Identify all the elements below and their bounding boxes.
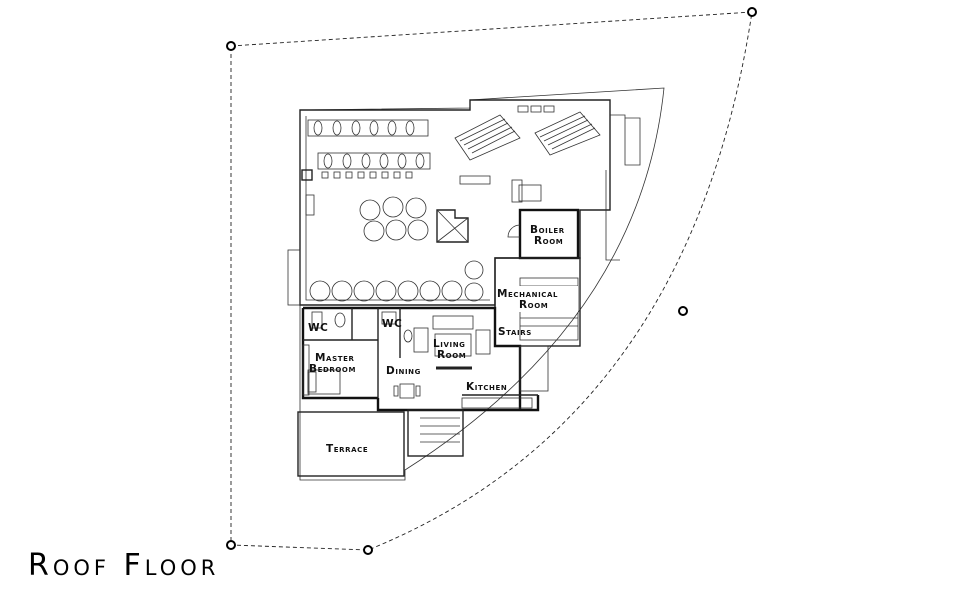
roof-deck-outline: [299, 99, 611, 306]
round-planters: [359, 196, 429, 242]
boiler-room-label-2: Room: [534, 235, 563, 247]
wc-right-label: WC: [382, 318, 403, 330]
master-bedroom-label-2: Bedroom: [309, 363, 356, 375]
mechanical-room-label-2: Room: [519, 299, 548, 311]
survey-marker-sw: [226, 540, 236, 550]
sofa-left: [413, 327, 429, 353]
boiler-unit: [518, 184, 542, 202]
wc-left-toilet: [334, 312, 346, 328]
wc-right-fixture: [381, 311, 397, 325]
solar-panels: [454, 105, 601, 161]
kitchen-label: Kitchen: [466, 381, 507, 393]
planter-row-middle: [317, 152, 431, 170]
master-bedroom-label-1: Master: [315, 352, 354, 364]
wc-left-fixture: [311, 311, 323, 329]
survey-marker-e: [678, 306, 688, 316]
lift-x1: [436, 209, 469, 243]
skylight-block: [459, 175, 491, 185]
boiler-room-label-1: Boiler: [530, 224, 565, 236]
wc-left-label: WC: [308, 322, 329, 334]
lift-x2: [436, 217, 469, 243]
left-projection: [287, 249, 301, 306]
lower-stair-treads: [420, 417, 460, 443]
roof-deck-inner: [305, 116, 490, 301]
site-boundary: [230, 11, 753, 551]
sofa-right: [475, 329, 491, 355]
dining-label: Dining: [386, 365, 421, 377]
chair-1: [393, 385, 399, 397]
pillow: [307, 371, 317, 393]
vent-unit: [305, 194, 315, 216]
mechanical-label-bg: [496, 286, 578, 312]
living-room-label-2: Room: [437, 349, 466, 361]
wc-right-toilet: [403, 329, 413, 343]
boiler-door-swing: [507, 224, 521, 238]
lower-stairs: [407, 409, 464, 457]
stairs-label: Stairs: [498, 326, 532, 338]
survey-marker-ne: [747, 7, 757, 17]
dining-table: [399, 383, 415, 399]
planter-row-top: [307, 119, 429, 137]
terrace-label: Terrace: [326, 443, 368, 455]
east-balcony: [519, 345, 549, 392]
roof-edge-right: [605, 114, 641, 261]
survey-marker-nw: [226, 41, 236, 51]
terrace: [297, 411, 405, 477]
kitchen-counter: [461, 397, 533, 409]
mechanical-room-label-1: Mechanical: [497, 288, 558, 300]
wardrobe: [302, 344, 310, 396]
chair-2: [415, 385, 421, 397]
coffee-table: [434, 333, 472, 357]
living-room-label-1: Living: [433, 338, 466, 350]
roof-boundary: [299, 87, 665, 481]
planter-row-bottom: [309, 260, 484, 302]
fixture-row: [321, 171, 413, 179]
corner-column: [301, 169, 313, 181]
drawing-title: Roof Floor: [28, 548, 220, 583]
survey-marker-s: [363, 545, 373, 555]
boiler-unit-small: [511, 179, 523, 203]
sofa-top: [432, 315, 474, 330]
